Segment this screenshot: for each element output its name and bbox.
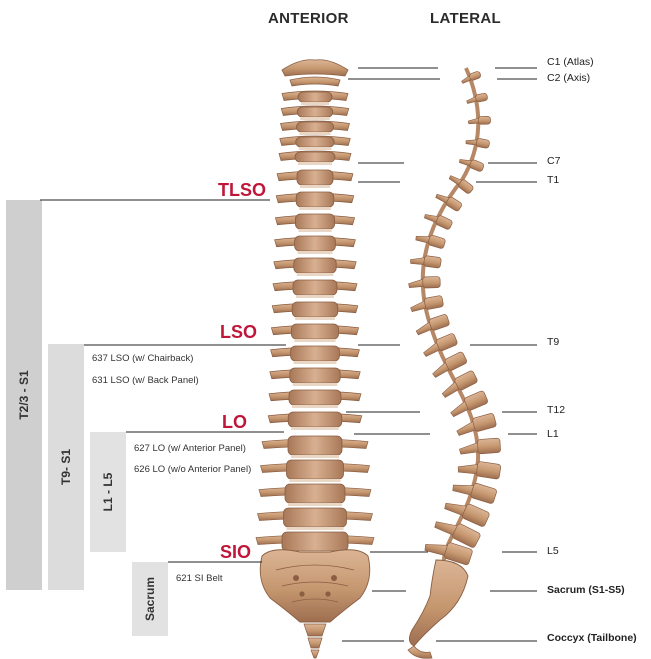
anterior-vertebra — [275, 236, 356, 254]
anterior-vertebra — [275, 214, 354, 232]
anterior-vertebra — [259, 484, 371, 506]
lateral-vertebra — [459, 438, 501, 455]
lateral-vertebra — [439, 370, 478, 399]
anterior-vertebra — [277, 170, 353, 188]
anterior-vertebra — [268, 412, 362, 430]
anterior-vertebra — [273, 280, 357, 298]
anterior-vertebra — [272, 302, 358, 320]
anterior-vertebra — [281, 106, 349, 120]
anterior-vertebra — [282, 91, 348, 105]
anterior-vertebra — [269, 390, 361, 408]
lateral-spine — [408, 68, 501, 658]
anterior-vertebra — [280, 136, 351, 150]
anterior-vertebra — [271, 346, 360, 364]
lateral-vertebra — [457, 458, 501, 479]
anterior-vertebra — [274, 258, 356, 276]
lateral-vertebra — [408, 277, 440, 289]
anterior-vertebra — [279, 151, 351, 165]
anterior-vertebra — [262, 436, 368, 458]
anterior-vertebra — [271, 324, 358, 342]
anterior-vertebra — [281, 121, 350, 135]
lateral-vertebra — [468, 116, 490, 124]
lateral-vertebra — [435, 190, 463, 212]
anterior-vertebra — [270, 368, 360, 386]
lateral-vertebra — [429, 351, 467, 379]
anterior-vertebra — [276, 192, 354, 210]
anterior-spine — [256, 60, 374, 658]
anterior-vertebra — [261, 460, 370, 482]
lateral-vertebra — [410, 254, 442, 269]
anterior-vertebra — [258, 508, 373, 530]
